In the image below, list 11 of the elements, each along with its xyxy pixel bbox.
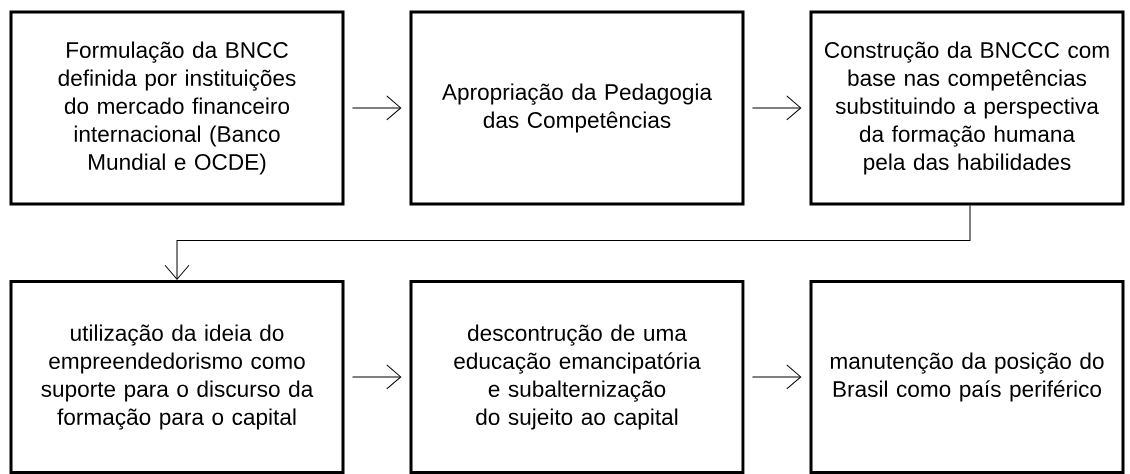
arrow <box>352 95 402 121</box>
process-box: manutenção da posição do Brasil como país periférico <box>809 280 1125 474</box>
process-box: Construção da BNCCC com base nas competências substituindo a perspectiva da formação humana pela das habilidades <box>809 10 1125 206</box>
process-box: descontrução de uma educação emancipatória e subalternização do sujeito ao capital <box>409 280 745 474</box>
arrow <box>752 364 802 390</box>
process-box: Apropriação da Pedagogia das Competências <box>409 10 745 206</box>
arrow <box>752 95 802 121</box>
process-box: utilização da ideia do empreendedorismo como suporte para o discurso da formação para o capital <box>9 280 345 474</box>
arrow <box>164 205 971 280</box>
process-box: Formulação da BNCC definida por instituições do mercado financeiro internacional (Banco Mundial e OCDE) <box>9 10 345 206</box>
arrow <box>352 364 402 390</box>
